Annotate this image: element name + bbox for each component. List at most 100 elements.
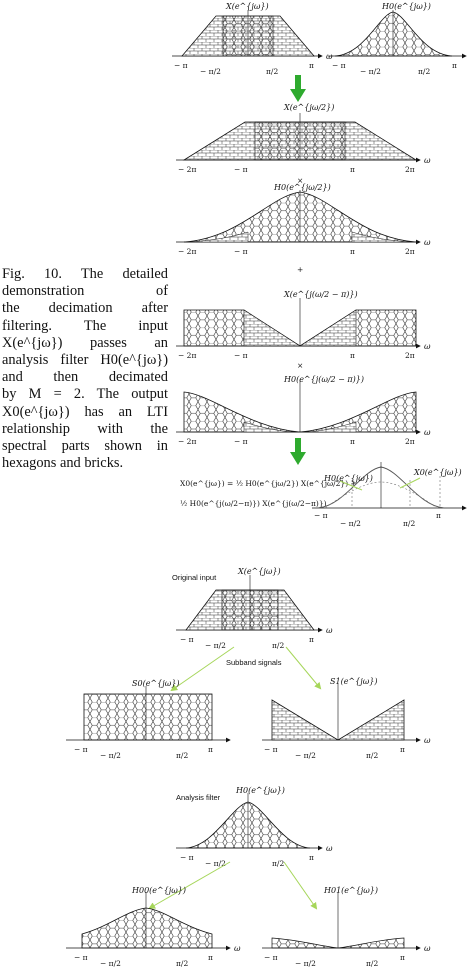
svg-text:H0(e^{j(ω/2 − π)}): H0(e^{j(ω/2 − π)}): [283, 375, 364, 384]
svg-text:− π: − π: [234, 351, 248, 360]
svg-text:H0(e^{jω/2}): H0(e^{jω/2}): [273, 183, 331, 192]
svg-text:− π/2: − π/2: [100, 751, 121, 760]
svg-text:π: π: [309, 635, 314, 644]
svg-text:X(e^{jω}): X(e^{jω}): [237, 567, 281, 576]
svg-text:H0(e^{jω}): H0(e^{jω}): [235, 786, 285, 795]
svg-text:− π/2: − π/2: [100, 959, 121, 968]
svg-text:π/2: π/2: [272, 641, 284, 650]
pointer-to-h00: [148, 861, 231, 909]
svg-text:− π: − π: [234, 437, 248, 446]
pointer-to-s0: [170, 646, 235, 692]
svg-text:S1(e^{jω}): S1(e^{jω}): [330, 677, 377, 686]
caption-line: relationship with the: [2, 420, 168, 437]
svg-text:π: π: [350, 247, 355, 256]
svg-text:π/2: π/2: [403, 519, 415, 528]
svg-text:− π: − π: [174, 61, 188, 70]
svg-text:S0(e^{jω}): S0(e^{jω}): [132, 679, 179, 688]
svg-text:π/2: π/2: [266, 67, 278, 76]
svg-text:ω: ω: [424, 156, 431, 165]
panel-stretched-input: ω X(e^{jω/2}) − 2π − π π 2π: [176, 103, 431, 174]
caption-line: X0(e^{jω}) has an LTI: [2, 403, 168, 420]
svg-text:− π/2: − π/2: [200, 67, 221, 76]
svg-text:ω: ω: [424, 238, 431, 247]
caption-line: and then decimated: [2, 369, 168, 386]
svg-text:π: π: [400, 953, 405, 962]
panel-analysis-filter: H0(e^{jω}) − π − π/2 π/2 π: [328, 2, 467, 76]
svg-text:− π: − π: [74, 745, 88, 754]
green-down-arrow-2: [290, 438, 306, 465]
panel-shifted-filter: ω H0(e^{j(ω/2 − π)}) − 2π − π π 2π: [176, 375, 431, 446]
svg-text:ω: ω: [424, 428, 431, 437]
panel-original-input: ω X(e^{jω}) − π − π/2 π/2 π: [176, 567, 333, 650]
panel-output-spectrum: H0(e^{jω}) X0(e^{jω}) − π − π/2 π/2 π: [312, 462, 467, 528]
panel-input-spectrum: ω X(e^{jω}) − π − π/2 π/2 π: [172, 2, 333, 76]
svg-text:− π: − π: [234, 247, 248, 256]
svg-text:− 2π: − 2π: [178, 351, 196, 360]
svg-text:π/2: π/2: [272, 859, 284, 868]
caption-line: demonstration of: [2, 283, 168, 300]
svg-text:− π/2: − π/2: [360, 67, 381, 76]
caption-line: spectral parts shown in: [2, 438, 168, 455]
svg-text:π: π: [400, 745, 405, 754]
caption-line: X(e^{jω}) passes an: [2, 334, 168, 351]
svg-text:X0(e^{jω}): X0(e^{jω}): [413, 468, 462, 477]
svg-text:− π/2: − π/2: [205, 641, 226, 650]
caption-line: by M = 2. The output: [2, 386, 168, 403]
svg-text:H00(e^{jω}): H00(e^{jω}): [131, 886, 186, 895]
svg-text:2π: 2π: [405, 437, 415, 446]
svg-text:H0(e^{jω}): H0(e^{jω}): [323, 474, 373, 483]
svg-text:π/2: π/2: [176, 751, 188, 760]
svg-text:− π: − π: [74, 953, 88, 962]
svg-text:− 2π: − 2π: [178, 247, 196, 256]
svg-text:π/2: π/2: [176, 959, 188, 968]
svg-text:π/2: π/2: [366, 751, 378, 760]
svg-text:π: π: [309, 61, 314, 70]
svg-text:π: π: [208, 745, 213, 754]
svg-text:π: π: [208, 953, 213, 962]
svg-text:π: π: [350, 165, 355, 174]
svg-text:− π: − π: [180, 635, 194, 644]
svg-text:π: π: [350, 437, 355, 446]
subband-title: Subband signals: [226, 658, 282, 667]
svg-text:π: π: [452, 61, 457, 70]
svg-text:ω: ω: [234, 944, 241, 953]
svg-text:− π: − π: [234, 165, 248, 174]
svg-text:π/2: π/2: [418, 67, 430, 76]
caption-line: filtering. The input: [2, 317, 168, 334]
svg-text:− 2π: − 2π: [178, 165, 196, 174]
svg-text:− π: − π: [332, 61, 346, 70]
svg-text:ω: ω: [326, 52, 333, 61]
svg-text:− π: − π: [264, 953, 278, 962]
svg-text:− π: − π: [314, 511, 328, 520]
svg-text:− π: − π: [264, 745, 278, 754]
svg-text:− π: − π: [180, 853, 194, 862]
plus-symbol: +: [297, 265, 303, 274]
panel-h00: ω H00(e^{jω}) − π − π/2 π/2 π: [66, 886, 241, 968]
svg-text:X(e^{jω}): X(e^{jω}): [225, 2, 269, 11]
equation-line-2: ½ H0(e^{j(ω/2−π)}) X(e^{j(ω/2−π)}): [180, 499, 327, 508]
svg-text:− 2π: − 2π: [178, 437, 196, 446]
original-input-title: Original input: [172, 573, 217, 582]
caption-line: analysis filter H0(e^{jω}): [2, 352, 168, 369]
analysis-filter-title: Analysis filter: [176, 793, 221, 802]
svg-text:X(e^{j(ω/2 − π)}): X(e^{j(ω/2 − π)}): [283, 290, 358, 299]
pointer-to-s1: [285, 646, 322, 690]
times-symbol: ×: [297, 176, 303, 185]
svg-text:2π: 2π: [405, 247, 415, 256]
svg-text:ω: ω: [326, 844, 333, 853]
svg-text:2π: 2π: [405, 165, 415, 174]
caption-line: hexagons and bricks.: [2, 455, 124, 472]
equation-line-1: X0(e^{jω}) = ½ H0(e^{jω/2}) X(e^{jω/2}) …: [180, 479, 357, 488]
figure-caption: Fig. 10. The detailed demonstration of t…: [2, 266, 168, 472]
caption-line: the decimation after: [2, 300, 168, 317]
caption-line: Fig. 10. The detailed: [2, 266, 168, 282]
green-down-arrow-1: [290, 75, 306, 102]
panel-subband-s0: S0(e^{jω}) − π − π/2 π/2 π: [66, 679, 231, 760]
panel-subband-s1: ω S1(e^{jω}) − π − π/2 π/2 π: [262, 677, 431, 760]
times-symbol-2: ×: [297, 361, 303, 370]
svg-text:ω: ω: [424, 736, 431, 745]
svg-text:− π/2: − π/2: [295, 751, 316, 760]
svg-text:X(e^{jω/2}): X(e^{jω/2}): [283, 103, 334, 112]
panel-stretched-filter: ω H0(e^{jω/2}) − 2π − π π 2π: [176, 183, 431, 256]
